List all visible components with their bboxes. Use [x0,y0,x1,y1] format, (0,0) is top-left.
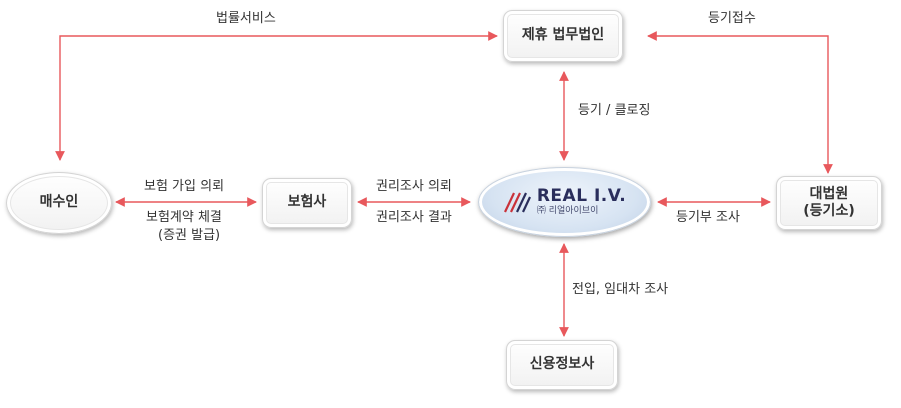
node-partner-law-firm: 제휴 법무법인 [503,10,623,62]
node-insurer: 보험사 [262,178,352,228]
node-court-label-line1: 대법원 [809,185,849,202]
label-registration-filing: 등기접수 [708,11,756,26]
label-registration-closing: 등기 / 클로징 [578,103,651,118]
brand-name: REAL I.V. [536,186,627,207]
label-title-search-request: 권리조사 의뢰 [376,179,452,194]
label-legal-service: 법률서비스 [216,11,276,26]
arrow-registration-filing [647,31,833,174]
label-insurance-contract-line1: 보험계약 체결 [146,210,222,225]
label-insurance-contract-line2: (증권 발급) [158,228,221,243]
node-court-label-line2: (등기소) [803,203,855,219]
node-credit-agency: 신용정보사 [506,340,618,390]
node-court: 대법원 (등기소) [776,176,882,230]
real-iv-logo-icon [503,192,531,213]
brand-subtitle: ㈜ 리얼아이브이 [536,205,599,216]
label-insurance-application: 보험 가입 의뢰 [144,179,225,194]
node-credit-agency-label: 신용정보사 [529,356,595,373]
label-registry-check: 등기부 조사 [676,210,740,225]
label-occupancy-check: 전입, 임대차 조사 [572,282,669,297]
node-real-iv: REAL I.V. ㈜ 리얼아이브이 [478,167,651,237]
label-title-search-result: 권리조사 결과 [376,210,452,225]
node-buyer-label: 매수인 [39,194,79,211]
node-buyer: 매수인 [6,172,112,234]
node-partner-law-firm-label: 제휴 법무법인 [521,27,605,44]
arrow-legal-service [55,31,498,161]
node-insurer-label: 보험사 [287,194,327,211]
